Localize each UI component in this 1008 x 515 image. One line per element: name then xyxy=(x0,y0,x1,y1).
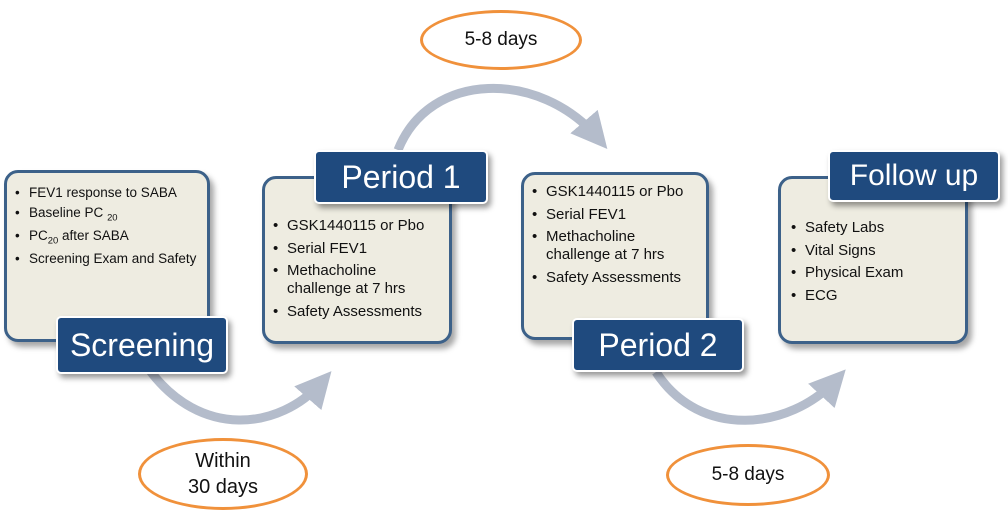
period2-item-4: Safety Assessments xyxy=(530,269,700,287)
period1-item-4: Safety Assessments xyxy=(271,303,443,321)
followup-label: Follow up xyxy=(828,150,1000,202)
period2-item-2: Serial FEV1 xyxy=(530,206,700,224)
screening-item-2: Baseline PC 20 xyxy=(13,205,199,224)
period1-item-1: GSK1440115 or Pbo xyxy=(271,217,443,235)
followup-list: Safety Labs Vital Signs Physical Exam EC… xyxy=(789,219,959,305)
period2-item-1: GSK1440115 or Pbo xyxy=(530,183,700,201)
screening-item-4: Screening Exam and Safety xyxy=(13,251,199,267)
period1-item-2: Serial FEV1 xyxy=(271,240,443,258)
screening-item-3: PC20 after SABA xyxy=(13,228,199,247)
period2-item-3: Methacholine challenge at 7 hrs xyxy=(530,228,700,263)
period2-label: Period 2 xyxy=(572,318,744,372)
period2-panel: GSK1440115 or Pbo Serial FEV1 Methacholi… xyxy=(521,172,709,340)
arrow-period2-to-followup xyxy=(652,369,846,425)
followup-item-1: Safety Labs xyxy=(789,219,959,237)
period2-list: GSK1440115 or Pbo Serial FEV1 Methacholi… xyxy=(530,183,700,286)
screening-label: Screening xyxy=(56,316,228,374)
interval-period1-to-period2: 5-8 days xyxy=(420,10,582,70)
followup-item-2: Vital Signs xyxy=(789,242,959,260)
arrow-period1-to-period2 xyxy=(393,83,608,152)
followup-panel: Safety Labs Vital Signs Physical Exam EC… xyxy=(778,176,968,344)
arrow-screening-to-period1 xyxy=(144,365,332,425)
period1-panel: GSK1440115 or Pbo Serial FEV1 Methacholi… xyxy=(262,176,452,344)
followup-item-4: ECG xyxy=(789,287,959,305)
screening-list: FEV1 response to SABA Baseline PC 20 PC2… xyxy=(13,185,199,267)
interval-period2-to-followup: 5-8 days xyxy=(666,444,830,506)
screening-item-1: FEV1 response to SABA xyxy=(13,185,199,201)
period1-label: Period 1 xyxy=(314,150,488,204)
screening-panel: FEV1 response to SABA Baseline PC 20 PC2… xyxy=(4,170,210,342)
followup-item-3: Physical Exam xyxy=(789,264,959,282)
period1-item-3: Methacholine challenge at 7 hrs xyxy=(271,262,443,297)
period1-list: GSK1440115 or Pbo Serial FEV1 Methacholi… xyxy=(271,217,443,320)
